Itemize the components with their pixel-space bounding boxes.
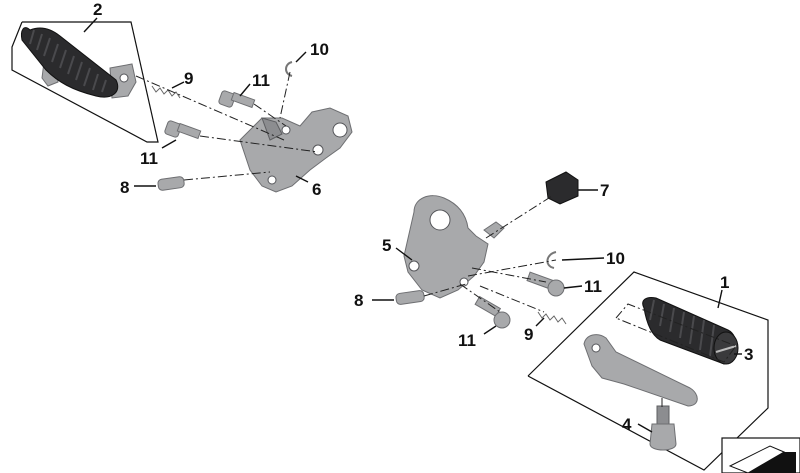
bolt-part-11-left-lower bbox=[164, 120, 202, 140]
callout-11-left-upper: 11 bbox=[252, 71, 270, 90]
callout-9-left: 9 bbox=[184, 69, 193, 88]
bolt-part-11-left-upper bbox=[218, 90, 256, 109]
footrest-part-3 bbox=[642, 297, 739, 365]
footrest-part-2 bbox=[21, 27, 137, 99]
bolt-part-11-right-upper bbox=[526, 271, 565, 297]
bracket-part-5 bbox=[403, 195, 505, 299]
pin-part-4 bbox=[649, 405, 677, 451]
callout-11-right-lower: 11 bbox=[458, 331, 476, 350]
callout-6: 6 bbox=[312, 180, 321, 199]
callout-4: 4 bbox=[622, 415, 632, 434]
callout-2: 2 bbox=[93, 0, 102, 19]
footrest-arm-part-1 bbox=[583, 334, 698, 407]
stop-part-7 bbox=[545, 171, 579, 205]
circlip-part-10-right bbox=[546, 251, 557, 269]
diagram-corner-icon bbox=[721, 437, 800, 473]
pin-part-8-right bbox=[395, 290, 425, 305]
bracket-part-6 bbox=[239, 107, 353, 193]
callout-3: 3 bbox=[744, 345, 753, 364]
callout-8-left: 8 bbox=[120, 178, 129, 197]
callout-7: 7 bbox=[600, 181, 609, 200]
callout-1: 1 bbox=[720, 273, 729, 292]
assembly-frame-1 bbox=[527, 271, 769, 471]
spring-part-9-left bbox=[151, 85, 181, 99]
callout-10-right: 10 bbox=[606, 249, 625, 268]
callout-9-right: 9 bbox=[524, 325, 533, 344]
assembly-frame-2 bbox=[11, 21, 159, 143]
callout-11-right-upper: 11 bbox=[584, 277, 602, 296]
bolt-part-11-right-lower bbox=[474, 295, 511, 329]
callout-11-left-lower: 11 bbox=[140, 149, 158, 168]
callout-10-left: 10 bbox=[310, 40, 329, 59]
pin-part-8-left bbox=[157, 176, 185, 191]
circlip-part-10-left bbox=[285, 61, 293, 77]
callout-5: 5 bbox=[382, 236, 391, 255]
spring-part-9-right bbox=[537, 311, 567, 325]
callout-8-right: 8 bbox=[354, 291, 363, 310]
